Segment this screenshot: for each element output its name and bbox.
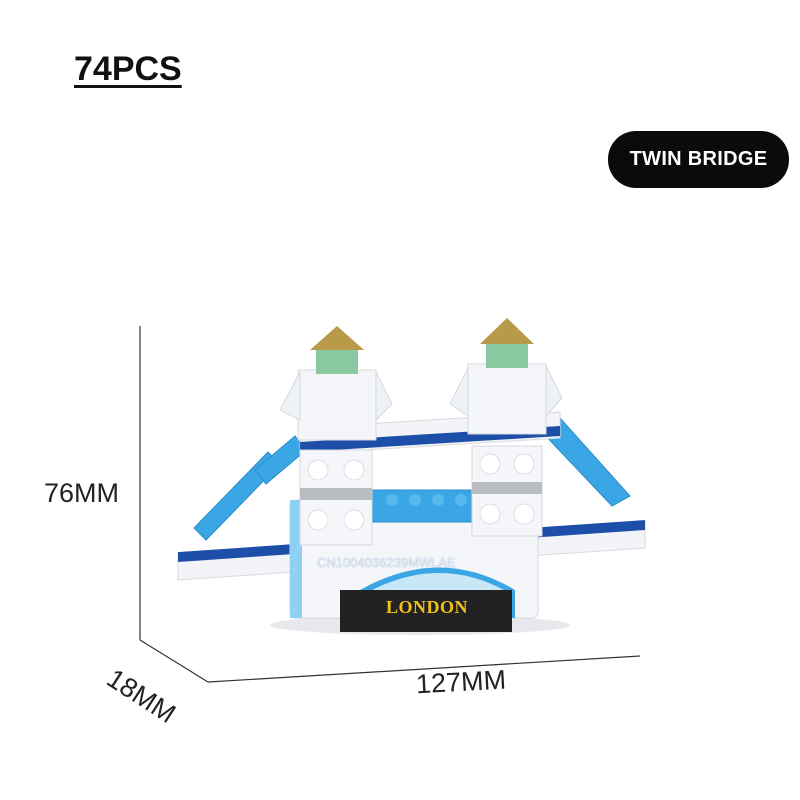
dimension-lines [139,326,641,683]
model-name-text: TWIN BRIDGE [629,148,768,170]
london-plaque [340,590,512,632]
height-dimension-label: 76MM [44,478,120,508]
left-cable [193,435,307,541]
middle-bricks [369,489,479,523]
model-name-badge: TWIN BRIDGE [608,131,789,188]
depth-dimension-line [139,639,209,683]
width-dimension-label: 127MM [415,664,507,700]
pieces-count-label: 74PCS [74,50,182,88]
plaque-label: LONDON [385,597,468,617]
left-tower [279,326,393,546]
width-dimension-line [207,655,641,683]
right-tower [449,318,563,537]
watermark-text: CN1004036239MWLAE [317,555,456,570]
